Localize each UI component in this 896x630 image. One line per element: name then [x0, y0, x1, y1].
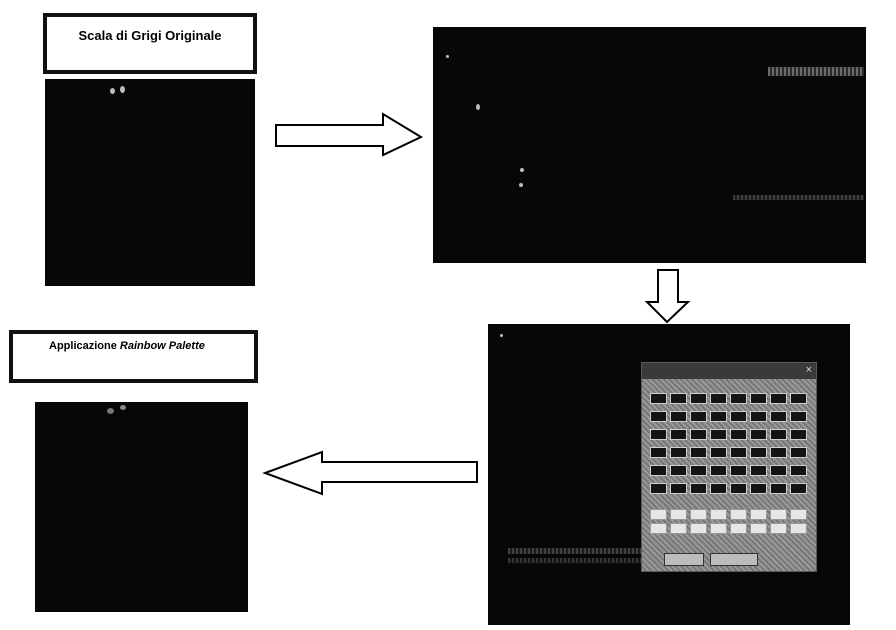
- palette-swatch[interactable]: [770, 393, 787, 404]
- screenshot-marker: [500, 334, 503, 337]
- palette-swatch[interactable]: [670, 429, 687, 440]
- palette-swatch[interactable]: [650, 411, 667, 422]
- image-speckle: [110, 88, 115, 94]
- dialog-ok-button[interactable]: [664, 553, 704, 566]
- label-rainbow-italic: Rainbow Palette: [119, 340, 205, 352]
- image-speckle: [120, 405, 126, 410]
- palette-swatch[interactable]: [730, 429, 747, 440]
- dialog-close-icon[interactable]: ×: [805, 364, 812, 376]
- dialog-cancel-button[interactable]: [710, 553, 758, 566]
- palette-swatch[interactable]: [730, 483, 747, 494]
- screenshot-marker: [446, 55, 449, 58]
- custom-color-swatch[interactable]: [770, 509, 787, 520]
- custom-color-swatch[interactable]: [730, 509, 747, 520]
- palette-swatch[interactable]: [790, 447, 807, 458]
- palette-swatch[interactable]: [750, 393, 767, 404]
- palette-swatch[interactable]: [650, 483, 667, 494]
- custom-color-swatch[interactable]: [750, 509, 767, 520]
- palette-swatch[interactable]: [690, 447, 707, 458]
- palette-swatch[interactable]: [730, 393, 747, 404]
- palette-swatch[interactable]: [770, 429, 787, 440]
- custom-color-swatch[interactable]: [790, 523, 807, 534]
- palette-swatch[interactable]: [730, 411, 747, 422]
- label-original-grayscale: Scala di Grigi Originale: [43, 13, 257, 74]
- palette-swatch[interactable]: [750, 465, 767, 476]
- custom-color-swatch[interactable]: [650, 509, 667, 520]
- label-original-text: Scala di Grigi Originale: [78, 28, 222, 43]
- palette-swatch[interactable]: [650, 465, 667, 476]
- palette-swatch[interactable]: [690, 429, 707, 440]
- palette-swatch[interactable]: [670, 447, 687, 458]
- custom-color-swatch[interactable]: [730, 523, 747, 534]
- palette-grid: [650, 393, 810, 501]
- palette-swatch[interactable]: [730, 447, 747, 458]
- image-speckle: [107, 408, 114, 414]
- custom-color-swatch[interactable]: [770, 523, 787, 534]
- palette-swatch[interactable]: [790, 483, 807, 494]
- custom-color-swatch[interactable]: [710, 509, 727, 520]
- custom-color-swatch[interactable]: [670, 523, 687, 534]
- rainbow-palette-dialog: ×: [641, 362, 817, 572]
- palette-swatch[interactable]: [770, 465, 787, 476]
- palette-swatch[interactable]: [730, 465, 747, 476]
- palette-swatch[interactable]: [690, 393, 707, 404]
- palette-swatch[interactable]: [750, 447, 767, 458]
- screenshot-toolbar-strip: [768, 67, 864, 76]
- palette-swatch[interactable]: [790, 465, 807, 476]
- palette-swatch[interactable]: [770, 411, 787, 422]
- custom-colors-row: [650, 509, 810, 539]
- palette-swatch[interactable]: [670, 411, 687, 422]
- palette-swatch[interactable]: [650, 447, 667, 458]
- custom-color-swatch[interactable]: [690, 523, 707, 534]
- palette-swatch[interactable]: [710, 393, 727, 404]
- palette-swatch[interactable]: [750, 411, 767, 422]
- palette-swatch[interactable]: [790, 411, 807, 422]
- custom-color-swatch[interactable]: [710, 523, 727, 534]
- image-speckle: [120, 86, 125, 93]
- custom-color-swatch[interactable]: [790, 509, 807, 520]
- palette-swatch[interactable]: [690, 411, 707, 422]
- custom-color-swatch[interactable]: [750, 523, 767, 534]
- palette-swatch[interactable]: [690, 483, 707, 494]
- screenshot-marker: [476, 104, 480, 110]
- arrow-down: [644, 269, 691, 324]
- dialog-title-bar: [642, 363, 816, 379]
- palette-swatch[interactable]: [670, 483, 687, 494]
- palette-swatch[interactable]: [670, 393, 687, 404]
- arrow-right: [275, 112, 424, 157]
- arrow-left: [262, 450, 478, 496]
- palette-swatch[interactable]: [790, 429, 807, 440]
- screenshot-marker: [520, 168, 524, 172]
- screenshot-marker: [519, 183, 523, 187]
- custom-color-swatch[interactable]: [650, 523, 667, 534]
- screenshot-bottom-strip-2: [508, 558, 643, 563]
- label-rainbow-palette: Applicazione Rainbow Palette: [9, 330, 258, 383]
- custom-color-swatch[interactable]: [670, 509, 687, 520]
- palette-swatch[interactable]: [710, 483, 727, 494]
- palette-swatch[interactable]: [710, 447, 727, 458]
- palette-swatch[interactable]: [670, 465, 687, 476]
- label-rainbow-text: Applicazione Rainbow Palette: [49, 340, 254, 352]
- palette-swatch[interactable]: [770, 447, 787, 458]
- palette-swatch[interactable]: [650, 393, 667, 404]
- palette-swatch[interactable]: [710, 429, 727, 440]
- screenshot-bottom-strip: [508, 548, 643, 554]
- software-screenshot-top: [433, 27, 866, 263]
- palette-swatch[interactable]: [650, 429, 667, 440]
- palette-swatch[interactable]: [750, 483, 767, 494]
- palette-swatch[interactable]: [790, 393, 807, 404]
- palette-swatch[interactable]: [750, 429, 767, 440]
- rainbow-palette-image: [35, 402, 248, 612]
- palette-swatch[interactable]: [710, 411, 727, 422]
- palette-swatch[interactable]: [770, 483, 787, 494]
- label-rainbow-prefix: Applicazione: [49, 340, 120, 352]
- original-grayscale-image: [45, 79, 255, 286]
- custom-color-swatch[interactable]: [690, 509, 707, 520]
- palette-swatch[interactable]: [690, 465, 707, 476]
- screenshot-status-strip: [733, 195, 864, 200]
- palette-swatch[interactable]: [710, 465, 727, 476]
